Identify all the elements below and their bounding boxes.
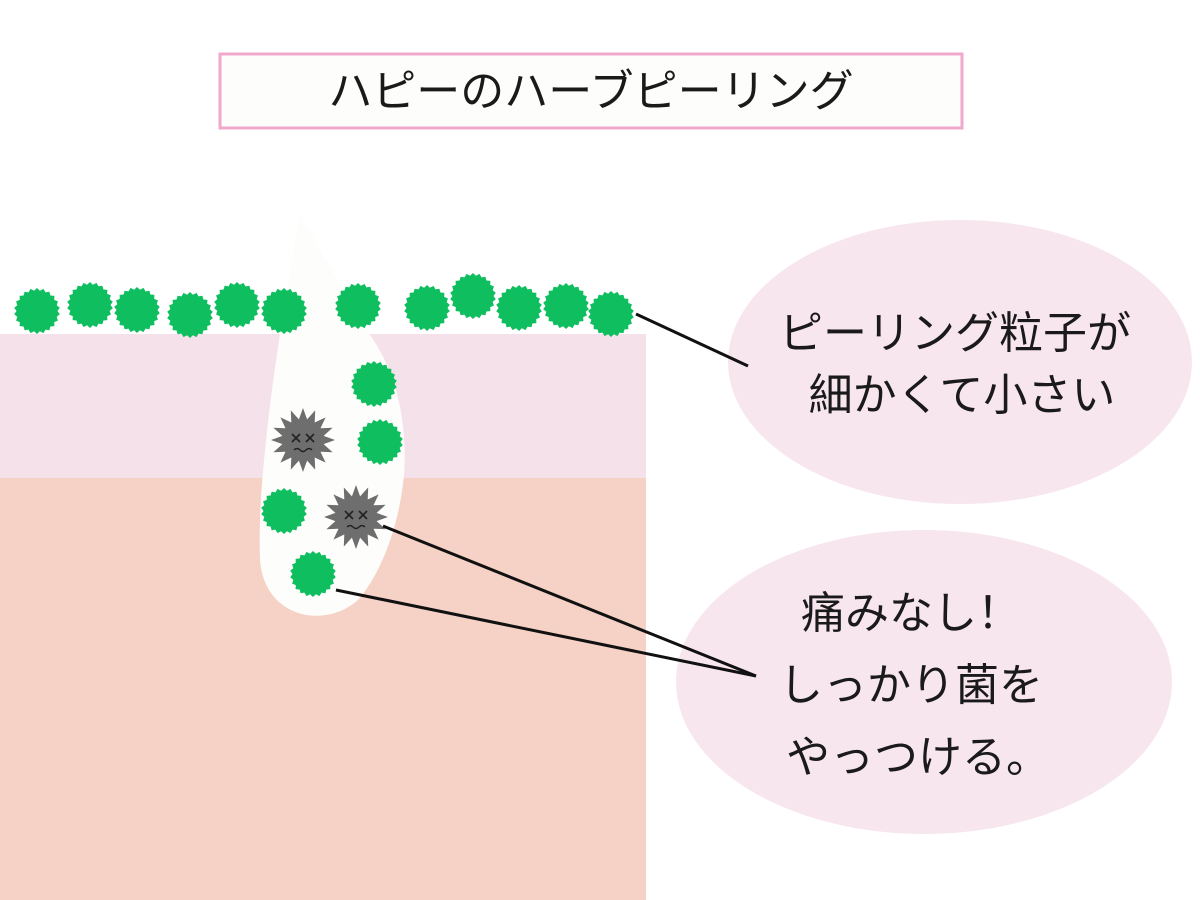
callout-text-particle: ピーリング粒子が 細かくて小さい: [779, 308, 1145, 421]
peeling-particle: [543, 283, 589, 329]
peeling-particle: [14, 288, 60, 334]
bacteria-eye: [344, 510, 354, 520]
peeling-particle: [588, 291, 634, 337]
bacteria: [324, 485, 388, 549]
title-frame: [218, 52, 964, 130]
callout-bacteria-line-3: やっつける。: [786, 732, 1050, 783]
peeling-particle: [167, 292, 213, 338]
peeling-particle: [114, 287, 160, 333]
bacteria-eye: [305, 433, 315, 443]
title-text: ハピーのハーブピーリング: [328, 66, 853, 117]
callout-bubble-bacteria: [676, 530, 1172, 834]
bacteria-mouth: [346, 524, 366, 530]
title-box: ハピーのハーブピーリング: [218, 52, 964, 130]
bacteria-body: [324, 485, 388, 549]
peeling-particle: [496, 285, 542, 331]
peeling-particle: [351, 361, 397, 407]
callout-particle-line-1: ピーリング粒子が: [779, 308, 1131, 359]
bacteria-body: [271, 408, 335, 472]
peeling-particle: [404, 285, 450, 331]
peeling-particle: [67, 282, 113, 328]
leader-line-bacteria-lower: [335, 588, 757, 678]
bacteria-mouth: [293, 447, 313, 453]
peeling-particle: [335, 283, 381, 329]
peeling-particle: [290, 551, 336, 597]
callout-particle-line-2: 細かくて小さい: [809, 370, 1116, 421]
callout-bacteria-line-2: しっかり菌を: [779, 660, 1043, 711]
bacteria-eye: [358, 510, 368, 520]
callout-text-bacteria: 痛みなし！ しっかり菌を やっつける。: [779, 588, 1057, 783]
leader-lines: [335, 312, 757, 678]
peeling-particle: [261, 488, 307, 534]
leader-line-bacteria-upper: [382, 524, 757, 678]
peeling-particle: [450, 273, 496, 319]
peeling-particle: [357, 419, 403, 465]
peeling-particle: [261, 288, 307, 334]
leader-line-particle: [635, 312, 749, 368]
peeling-particle: [214, 282, 260, 328]
bacteria-group: [271, 408, 388, 549]
pore: [259, 212, 405, 616]
callout-bubble-particle: [728, 220, 1192, 504]
callout-bacteria-line-1: 痛みなし！: [801, 588, 1021, 639]
peeling-particles: [14, 273, 634, 597]
bacteria: [271, 408, 335, 472]
bacteria-eye: [291, 433, 301, 443]
